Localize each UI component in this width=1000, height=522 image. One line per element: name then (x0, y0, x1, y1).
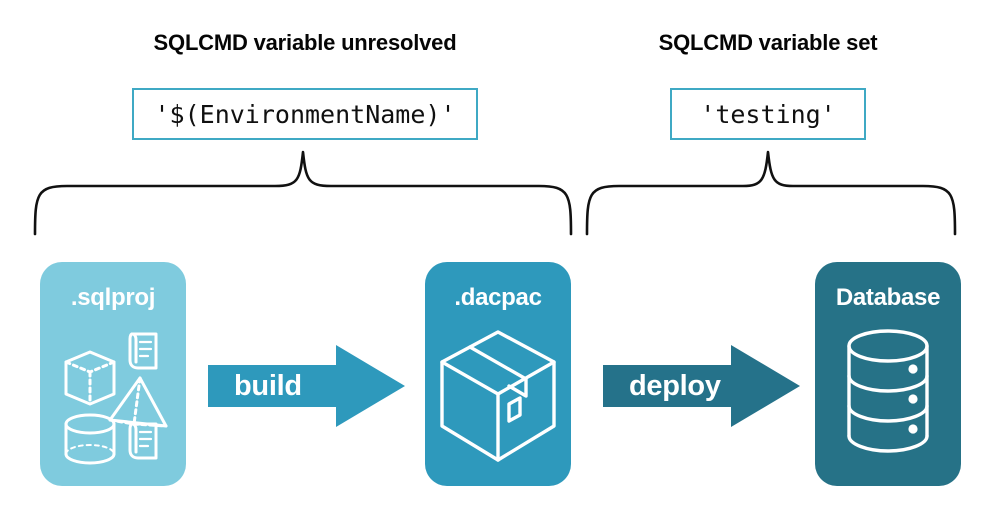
stage-label-sqlproj: .sqlproj (70, 284, 156, 311)
right-arrow-icon (208, 345, 405, 427)
curly-brace-icon (33, 150, 573, 236)
arrow-build: build (208, 345, 405, 427)
heading-sqlcmd-set: SQLCMD variable set (658, 30, 878, 55)
curly-brace-icon (585, 150, 957, 236)
database-cylinder-icon (815, 320, 961, 472)
code-box-environment-name: '$(EnvironmentName)' (132, 88, 478, 140)
code-box-testing-value: 'testing' (670, 88, 866, 140)
heading-sqlcmd-unresolved: SQLCMD variable unresolved (153, 30, 457, 55)
package-box-icon (425, 320, 571, 472)
stage-label-dacpac: .dacpac (454, 284, 542, 311)
arrow-deploy: deploy (603, 345, 800, 427)
stage-box-database: Database (815, 262, 961, 486)
right-arrow-icon (603, 345, 800, 427)
brace-right (584, 150, 958, 236)
stage-box-dacpac: .dacpac (425, 262, 571, 486)
sql-project-objects-icon (40, 320, 186, 472)
brace-left (32, 150, 574, 236)
stage-label-database: Database (835, 284, 941, 311)
stage-box-sqlproj: .sqlproj (40, 262, 186, 486)
